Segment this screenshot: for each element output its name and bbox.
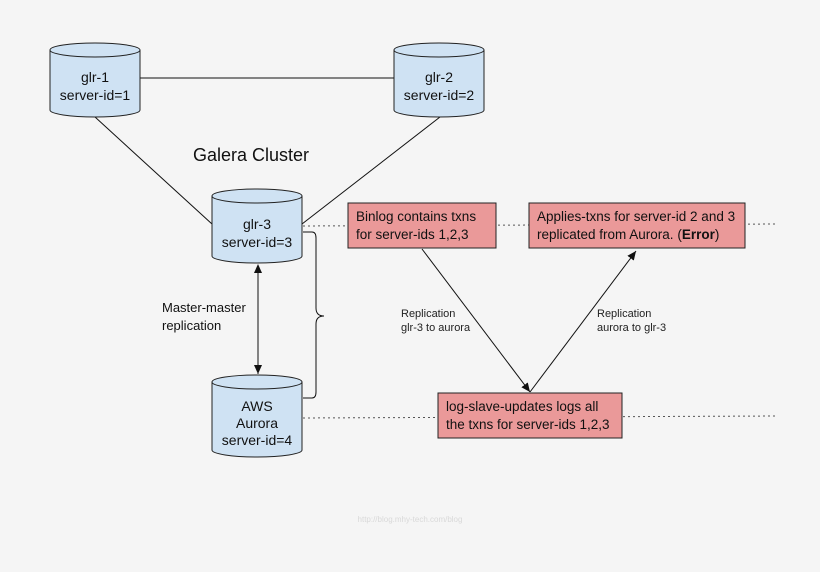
db-aurora: AWS Aurora server-id=4 bbox=[211, 374, 303, 458]
db-glr2: glr-2 server-id=2 bbox=[393, 42, 485, 118]
note-applies-line2: replicated from Aurora. (Error) bbox=[537, 227, 719, 242]
db-glr3-name: glr-3 bbox=[243, 216, 271, 232]
watermark: http://blog.mhy-tech.com/blog bbox=[358, 515, 463, 524]
note-applies-error: Applies-txns for server-id 2 and 3 repli… bbox=[528, 202, 746, 249]
note-binlog-line1: Binlog contains txns bbox=[356, 209, 476, 224]
replication-to-glr3-line2: aurora to glr-3 bbox=[597, 322, 666, 334]
link-glr2-glr3 bbox=[301, 116, 441, 225]
note-binlog: Binlog contains txns for server-ids 1,2,… bbox=[347, 202, 497, 249]
db-aurora-line1: AWS bbox=[241, 398, 272, 414]
note-binlog-line2: for server-ids 1,2,3 bbox=[356, 227, 469, 242]
db-glr3: glr-3 server-id=3 bbox=[211, 188, 303, 264]
db-glr1-server-id: server-id=1 bbox=[60, 87, 131, 103]
db-glr2-server-id: server-id=2 bbox=[404, 87, 475, 103]
link-glr1-glr3 bbox=[94, 116, 213, 225]
db-glr2-name: glr-2 bbox=[425, 69, 453, 85]
replication-to-aurora-line1: Replication bbox=[401, 308, 455, 320]
db-aurora-line2: Aurora bbox=[236, 415, 278, 431]
master-master-label-line2: replication bbox=[162, 318, 221, 333]
note-applies-line2-prefix: replicated from Aurora. ( bbox=[537, 227, 682, 242]
error-label: Error bbox=[682, 227, 716, 242]
replication-arrow-to-aurora bbox=[421, 248, 531, 393]
db-glr3-server-id: server-id=3 bbox=[222, 234, 293, 250]
cluster-title: Galera Cluster bbox=[193, 145, 309, 165]
replication-arrow-to-glr3 bbox=[529, 250, 637, 393]
note-applies-line2-suffix: ) bbox=[715, 227, 720, 242]
db-aurora-server-id: server-id=4 bbox=[222, 432, 293, 448]
note-log-slave-line2: the txns for server-ids 1,2,3 bbox=[446, 417, 610, 432]
replication-to-aurora-line2: glr-3 to aurora bbox=[401, 322, 471, 334]
note-log-slave-line1: log-slave-updates logs all bbox=[446, 399, 598, 414]
replication-to-glr3-line1: Replication bbox=[597, 308, 651, 320]
db-glr1: glr-1 server-id=1 bbox=[49, 42, 141, 118]
note-log-slave-updates: log-slave-updates logs all the txns for … bbox=[437, 392, 623, 439]
note-applies-line1: Applies-txns for server-id 2 and 3 bbox=[537, 209, 735, 224]
group-brace bbox=[303, 231, 325, 399]
master-master-label-line1: Master-master bbox=[162, 300, 246, 315]
db-glr1-name: glr-1 bbox=[81, 69, 109, 85]
